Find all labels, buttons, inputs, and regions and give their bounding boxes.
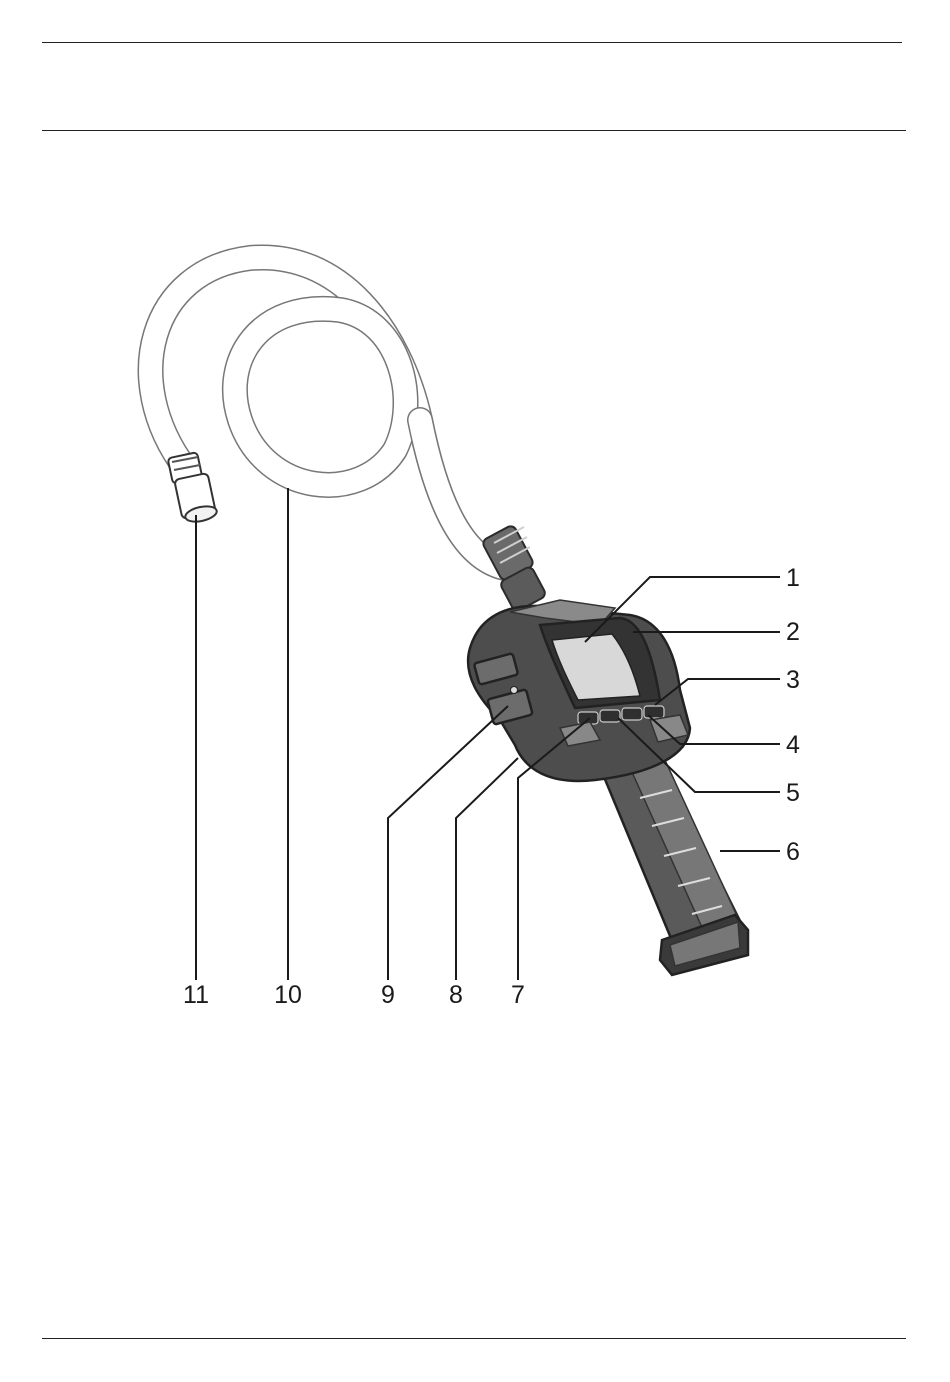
callout-5: 5 [786,779,800,807]
callout-2: 2 [786,618,800,646]
callout-4: 4 [786,731,800,759]
callout-7: 7 [511,981,525,1009]
callout-1: 1 [786,564,800,592]
leader-9 [388,706,508,980]
callout-10: 10 [274,981,302,1009]
callout-6: 6 [786,838,800,866]
callout-8: 8 [449,981,463,1009]
camera-head [168,452,218,524]
leader-8 [456,758,518,980]
callout-9: 9 [381,981,395,1009]
callout-3: 3 [786,666,800,694]
callout-11: 11 [183,981,209,1009]
handset [468,600,748,975]
